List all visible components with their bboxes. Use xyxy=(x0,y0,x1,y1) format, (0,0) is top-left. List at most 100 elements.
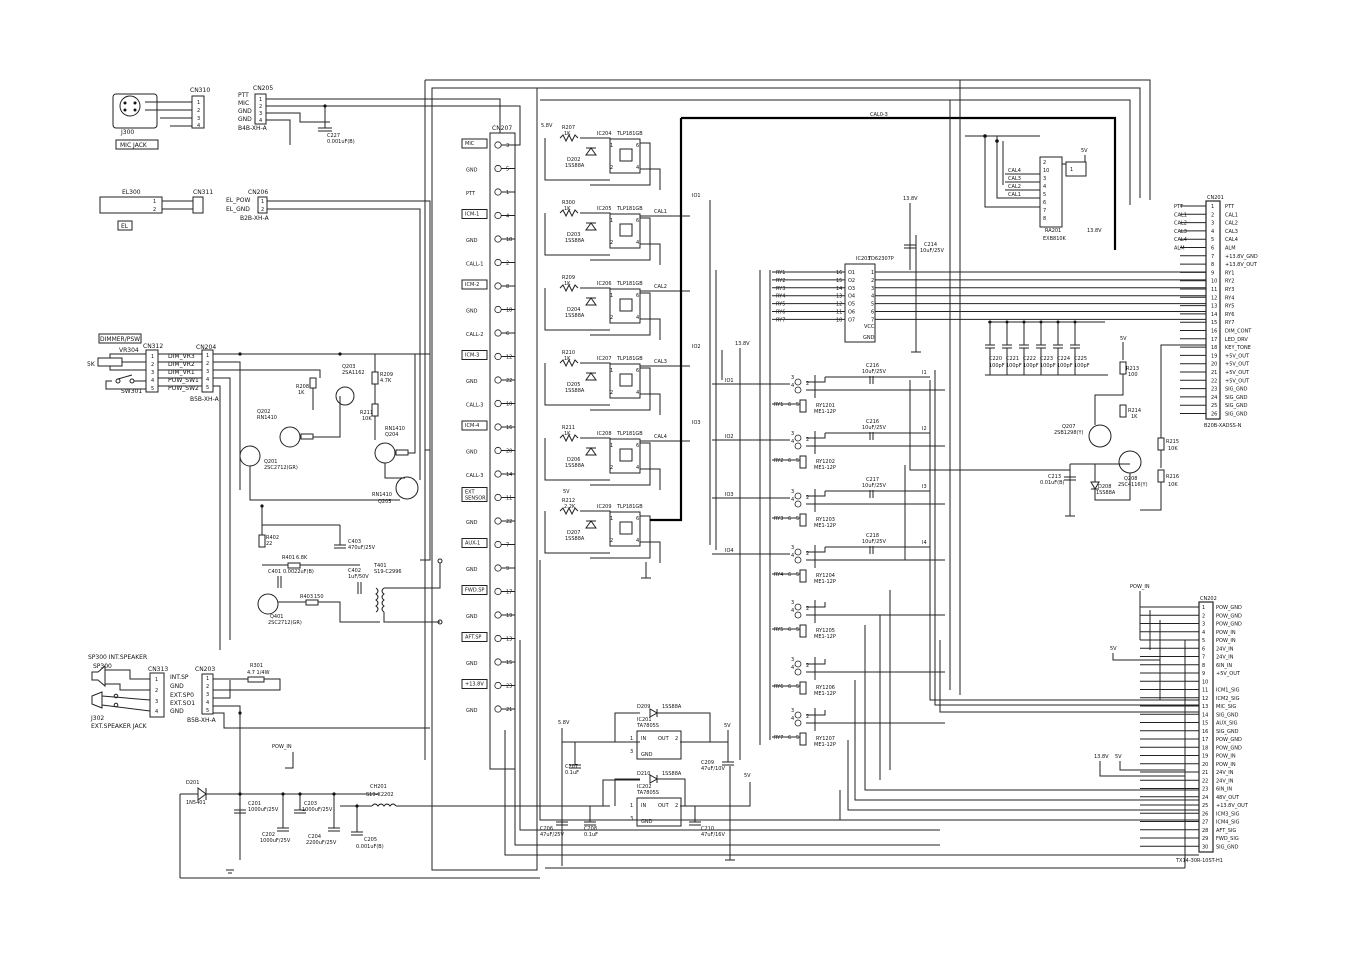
relay-contact xyxy=(794,548,802,556)
cn207-terminal xyxy=(494,564,502,572)
relay-coil-pin: 6 xyxy=(788,684,791,690)
relay-pin: 4 xyxy=(791,383,794,389)
cn207-terminal xyxy=(494,352,502,361)
cn207-pin-number: 3 xyxy=(506,143,509,149)
cn201-pin: 20 xyxy=(1211,362,1217,368)
ic203-ry-label: RY4 xyxy=(776,294,785,300)
opto-inner xyxy=(619,298,633,312)
cn201-signal: ALM xyxy=(1225,246,1236,252)
rn1410a-ref: RN1410 xyxy=(385,426,405,432)
cn205-label: CN205 xyxy=(253,85,273,92)
rn1410b-ref: RN1410 xyxy=(372,492,392,498)
c403-value: 470uF/25V xyxy=(348,545,376,551)
cn201-pin: 12 xyxy=(1211,295,1217,301)
reg-pin-no: 3 xyxy=(630,816,633,822)
c201-value: 1000uF/25V xyxy=(248,807,279,813)
relay-coil-pin: 6 xyxy=(788,735,791,741)
cn202-signal: POW_GND xyxy=(1216,613,1242,619)
el300-pin: 2 xyxy=(153,207,156,213)
relay-contact xyxy=(794,492,802,500)
cn312-pin: 4 xyxy=(151,378,154,384)
cn207-terminal xyxy=(494,188,502,196)
relay-wire xyxy=(806,547,826,553)
cn207-pin-signal: GND xyxy=(466,520,478,526)
opto-wire xyxy=(544,511,610,554)
cn202-signal: ICM3_SIG xyxy=(1216,811,1240,817)
relay-cap-ref: C218 xyxy=(866,533,879,539)
cap-junction xyxy=(988,320,992,324)
cn204-pin: 4 xyxy=(206,377,209,383)
opto-part: TLP181GB xyxy=(616,356,643,362)
cn311-label: CN311 xyxy=(193,189,213,196)
d209-ref: D209 xyxy=(637,704,650,710)
ic203-output-pin: 10 xyxy=(836,317,842,323)
reg-ref: IC202 xyxy=(637,784,652,790)
c401-value: 0.0022uF(B) xyxy=(283,569,314,575)
cn201-signal: CAL4 xyxy=(1225,237,1238,243)
relay-contact xyxy=(794,378,802,386)
cn202-pin: 23 xyxy=(1202,787,1208,793)
io2-label: IO2 xyxy=(692,344,701,350)
cn203-signal: INT.SP xyxy=(170,674,189,681)
opto-diode-ref: D206 xyxy=(567,457,580,463)
cn207-pin-signal: PTT xyxy=(466,191,476,197)
cn202-signal: ICM4_SIG xyxy=(1216,820,1240,826)
d209-value: 1SS88A xyxy=(662,704,682,710)
cn207-tag-box xyxy=(461,420,488,431)
c203-value: 1000uF/25V xyxy=(302,807,333,813)
cn207-terminal xyxy=(494,681,502,690)
relay-wire xyxy=(806,433,826,439)
cn207-pin-signal: GND xyxy=(466,309,478,315)
opto-wire xyxy=(544,213,610,256)
cn204-label: CN204 xyxy=(196,344,216,351)
relay-pin: 3 xyxy=(791,708,794,714)
opto-resistor-ref: R211 xyxy=(562,425,575,431)
cn207-terminal xyxy=(494,517,502,525)
ic203-input-pin: 4 xyxy=(871,294,874,300)
opto-resistor xyxy=(559,208,579,218)
cn207-pin-number: 21 xyxy=(506,707,512,713)
relay-ref: RY1202 xyxy=(816,459,835,465)
cn201-pin: 6 xyxy=(1211,246,1214,252)
cn202-pin: 20 xyxy=(1202,762,1208,768)
cn207-terminal xyxy=(494,540,502,549)
opto-pin: 1 xyxy=(610,293,613,299)
opto-ref: IC209 xyxy=(597,504,612,510)
ic203-ry-label: RY3 xyxy=(776,286,785,292)
opto-pin: 2 xyxy=(610,315,613,321)
cap-ref: C220 xyxy=(989,356,1002,362)
cn201-pin: 4 xyxy=(1211,229,1214,235)
cn207-terminal xyxy=(494,399,502,408)
cn202-signal: AUX_SIG xyxy=(1216,721,1238,727)
ra201-signal: CAL4 xyxy=(1008,168,1021,174)
ic203-output: O1 xyxy=(848,270,855,276)
q202-value: RN1410 xyxy=(257,415,277,421)
cn201-signal: +5V_OUT xyxy=(1225,378,1250,384)
cn202-section: POW_IN CN202 TX14-30R-10ST-H1 5V 13.8V 5… xyxy=(1094,584,1249,868)
opto-resistor-value: 1K xyxy=(564,431,571,437)
cn201-part: B20B-XADSS-N xyxy=(1204,423,1242,429)
r214-value: 1K xyxy=(1131,414,1138,420)
cn201-pin: 10 xyxy=(1211,279,1217,285)
cn203-label: CN203 xyxy=(195,666,215,673)
relay-contact xyxy=(794,434,802,442)
cn207-tag-box xyxy=(461,350,488,360)
r301-ref: R301 xyxy=(250,663,263,669)
relay-part: ME1-12P xyxy=(814,691,836,697)
cn202-pin: 6 xyxy=(1202,646,1205,652)
opto-pin: 4 xyxy=(636,465,639,471)
cn206-pin: 2 xyxy=(261,207,264,213)
cn207-terminal xyxy=(494,634,502,643)
opto-body xyxy=(609,138,641,174)
ra201-pin: 8 xyxy=(1043,216,1046,222)
relay-wire xyxy=(806,602,826,608)
cap-value: 100pF xyxy=(1023,363,1039,369)
opto-wire xyxy=(544,363,610,406)
cn204-pin: 5 xyxy=(206,385,209,391)
cn207-pin-number: 8 xyxy=(506,284,509,290)
ra201-pin: 7 xyxy=(1043,208,1046,214)
relay-coil-pin: 5 xyxy=(796,572,799,578)
relay-coil-pin: 5 xyxy=(796,684,799,690)
